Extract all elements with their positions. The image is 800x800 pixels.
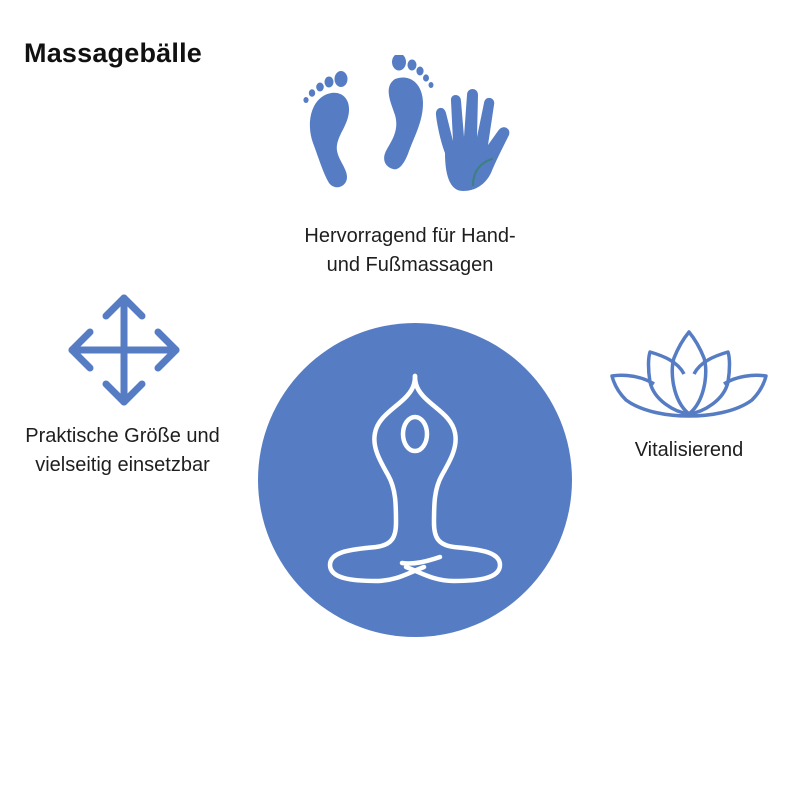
feature-label-line: Vitalisierend <box>634 439 744 461</box>
feature-label-vitalizing: Vitalisierend <box>604 436 774 465</box>
page-title: Massagebälle <box>24 38 202 68</box>
center-circle <box>258 323 572 637</box>
feature-label-size: Praktische Größe und vielseitig einsetzb… <box>0 422 245 480</box>
right-foot-icon <box>384 55 434 170</box>
hand-icon <box>435 89 510 191</box>
feet-hand-group <box>295 55 525 215</box>
feature-label-line: und Fußmassagen <box>326 254 494 276</box>
feature-label-line: Hervorragend für Hand- <box>304 225 516 247</box>
feature-label-line: vielseitig einsetzbar <box>35 454 210 476</box>
feature-label-line: Praktische Größe und <box>25 425 220 447</box>
feature-label-hand-foot: Hervorragend für Hand- und Fußmassagen <box>270 222 550 280</box>
yoga-meditation-icon <box>327 373 503 584</box>
lotus-icon <box>608 330 770 420</box>
left-foot-icon <box>303 71 350 188</box>
four-way-arrows-icon <box>66 292 182 408</box>
